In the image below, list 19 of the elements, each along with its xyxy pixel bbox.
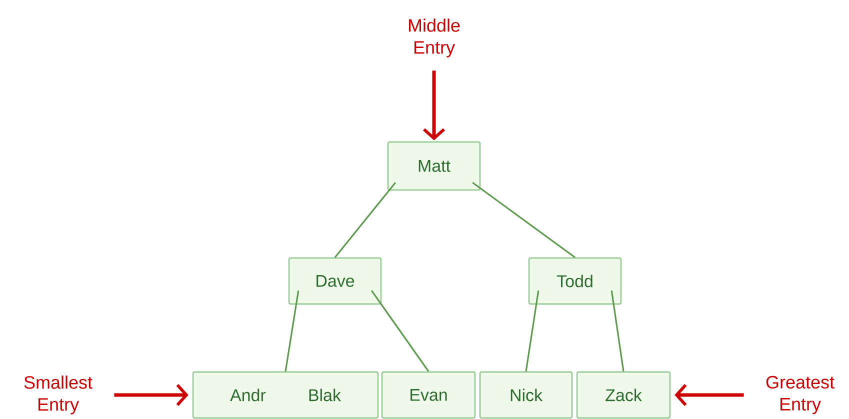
tree-node-box: Todd (528, 257, 622, 305)
tree-link-line (370, 290, 430, 372)
tree-node-box: Evan (381, 371, 476, 419)
tree-link-line (610, 290, 624, 372)
arrow (674, 384, 744, 406)
tree-node-box: Andr Blak (192, 371, 379, 419)
tree-node-box: Nick (479, 371, 573, 419)
arrow (423, 70, 445, 140)
tree-link-line (334, 182, 396, 258)
tree-link-line (525, 290, 540, 372)
tree-node-box: Matt (387, 141, 481, 191)
entry-label: Middle Entry (408, 18, 460, 58)
arrow (114, 384, 188, 406)
entry-label: Smallest Entry (24, 376, 92, 414)
tree-link-line (472, 182, 576, 258)
tree-link-line (284, 290, 300, 372)
tree-node-box: Dave (288, 257, 382, 305)
tree-node-box: Zack (576, 371, 671, 419)
entry-label: Greatest Entry (766, 376, 834, 414)
